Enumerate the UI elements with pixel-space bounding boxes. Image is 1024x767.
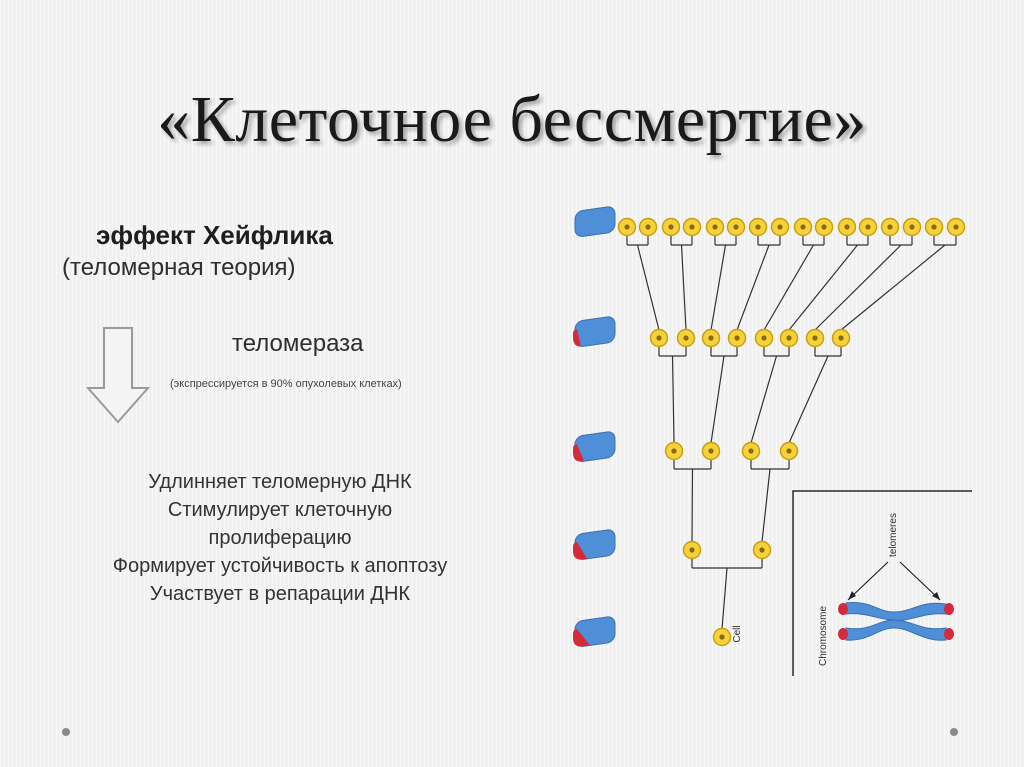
chromosome-body [574,206,616,237]
tree-line [736,244,770,331]
division-tree-cells [617,217,966,647]
tree-line [763,244,815,331]
chromosome-icon [573,431,616,462]
cell-nucleus [748,448,754,454]
chromosome-body [574,316,616,347]
tree-line [761,468,771,543]
cell-nucleus [668,224,674,230]
cell-nucleus [865,224,871,230]
expression-note: (экспрессируется в 90% опухолевых клетка… [170,378,402,390]
cell-nucleus [909,224,915,230]
subtitle-theory: (теломерная теория) [62,254,296,281]
tree-line [814,244,902,331]
cell-nucleus [786,335,792,341]
subtitle: эффект Хейфлика [96,220,333,250]
function-item: пролиферацию [208,527,352,549]
tree-line [680,244,687,331]
cell-nucleus [683,335,689,341]
cell-nucleus [821,224,827,230]
cell-nucleus [887,224,893,230]
telomeres-label: telomeres [888,513,899,557]
slide-title: «Клеточное бессмертие» [157,83,867,156]
cell-nucleus [777,224,783,230]
tree-line [788,355,829,444]
enzyme-label: теломераза [232,330,364,357]
cell-nucleus [838,335,844,341]
telomere-cap [573,542,587,560]
tree-line [691,468,694,543]
telomere-cap [573,329,583,347]
cell-nucleus [755,224,761,230]
cell-nucleus [719,634,725,640]
cell-label: Cell [732,625,743,642]
cell-nucleus [844,224,850,230]
cell-nucleus [953,224,959,230]
cell-division-diagram: Cell telomeres Chromosome [573,206,972,676]
chromosome-inset: telomeres Chromosome [792,490,972,676]
tree-line [750,355,778,444]
tree-line [671,355,675,444]
cell-nucleus [761,335,767,341]
cell-nucleus [708,335,714,341]
cell-nucleus [645,224,651,230]
division-tree-lines [626,235,957,630]
functions-list: Удлинняет теломерную ДНК Стимулирует кле… [40,468,520,608]
cell-nucleus [812,335,818,341]
function-item: Формирует устойчивость к апоптозу [112,555,448,577]
nav-dot-next[interactable] [950,728,958,736]
tree-line [721,567,728,630]
cell-nucleus [733,224,739,230]
cell-nucleus [624,224,630,230]
chromosome-icon [573,316,616,347]
chromosome-x-icon [838,602,954,641]
tree-line [710,244,727,331]
cell-nucleus [800,224,806,230]
chromosome-label: Chromosome [818,606,829,666]
tree-line [788,244,858,331]
chromosome-icon [574,206,616,237]
telomere-cap [573,444,584,462]
chromosome-icon [573,616,616,647]
chromosome-icon [573,529,616,560]
tree-line [710,355,725,444]
cell-nucleus [656,335,662,341]
tree-line [840,244,946,331]
cell-nucleus [708,448,714,454]
tree-line [636,244,660,331]
cell-nucleus [759,547,765,553]
function-item: Участвует в репарации ДНК [149,583,411,605]
function-item: Стимулирует клеточную [167,499,393,521]
cell-nucleus [689,224,695,230]
shortening-chromosomes [573,206,616,647]
cell-nucleus [689,547,695,553]
cell-nucleus [712,224,718,230]
cell-nucleus [786,448,792,454]
cell-nucleus [931,224,937,230]
telomere-cap [573,629,590,647]
function-item: Удлинняет теломерную ДНК [148,471,412,493]
cell-nucleus [671,448,677,454]
down-arrow-icon [86,327,150,424]
nav-dot-prev[interactable] [62,728,70,736]
cell-nucleus [734,335,740,341]
